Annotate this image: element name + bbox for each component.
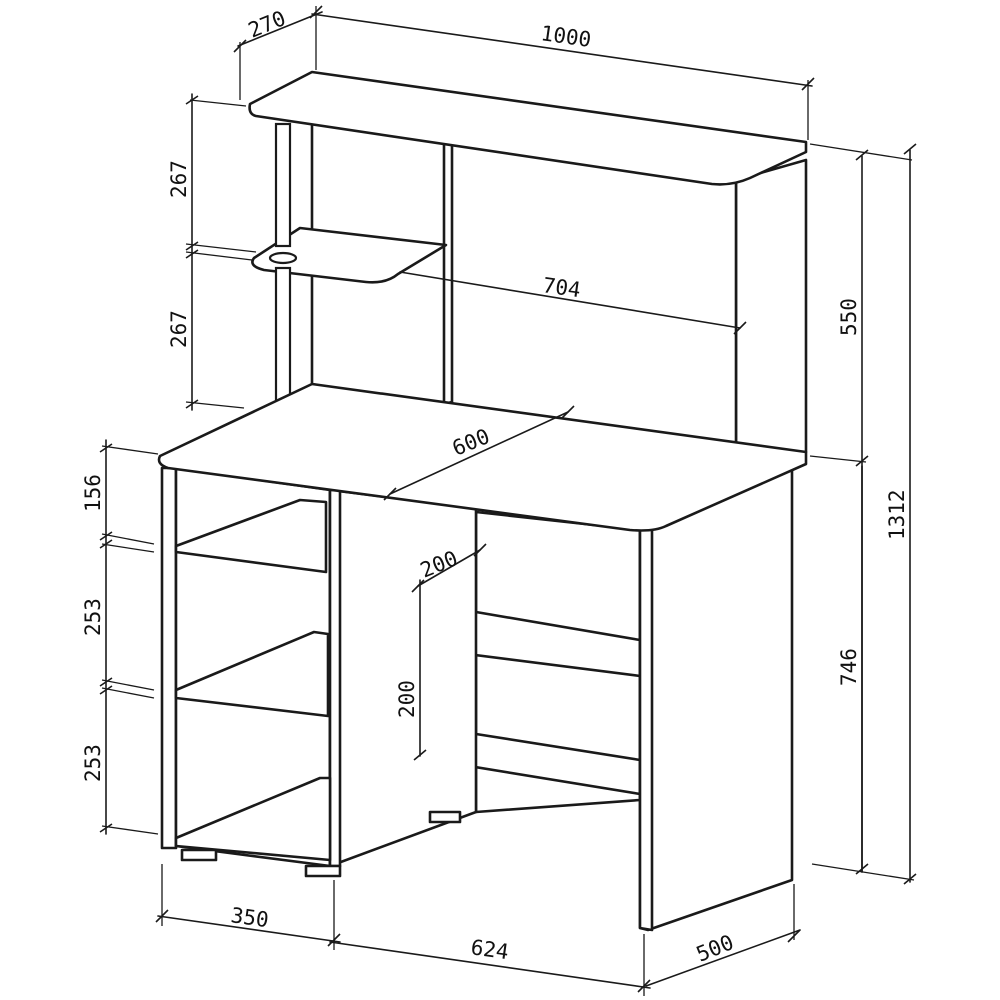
dim-side-depth: 500 [693, 930, 737, 966]
desk [157, 382, 808, 932]
foot-back [428, 810, 462, 824]
dim-total-height: 1312 [885, 489, 909, 540]
pedestal-inner-side [328, 488, 478, 868]
pedestal-bottom [174, 776, 332, 862]
dim-pedestal-width: 350 [229, 903, 270, 932]
dim-inner-shelf-height: 200 [395, 680, 419, 718]
pedestal-front-right [328, 488, 342, 868]
hutch-right-panel [734, 158, 808, 480]
dimension-lines [99, 5, 917, 996]
dim-knee-width: 624 [469, 935, 510, 964]
dim-desk-height: 746 [837, 648, 861, 686]
desk-top [157, 382, 808, 532]
dim-pedestal-shelf-1: 253 [81, 598, 105, 636]
dim-upper-shelf-gap: 267 [167, 160, 191, 198]
foot-left [180, 848, 218, 862]
pedestal-front-left [160, 466, 178, 850]
dim-pedestal-shelf-2: 253 [81, 744, 105, 782]
post-clamp-upper [268, 251, 298, 265]
hutch-top-board [248, 70, 808, 186]
post-lower [274, 266, 292, 410]
dim-top-depth: 270 [245, 6, 289, 42]
desk-right-side [638, 468, 794, 932]
desk-right-front [638, 526, 654, 932]
dim-drawer-top: 156 [81, 474, 105, 512]
post-upper [274, 122, 292, 248]
dim-lower-shelf-gap: 267 [167, 310, 191, 348]
pedestal-shelf-2 [174, 630, 330, 718]
dim-shelf-width: 704 [541, 273, 582, 302]
foot-middle [304, 864, 342, 878]
hutch-small-shelf [251, 226, 448, 284]
pedestal-shelf-1 [174, 498, 328, 574]
dim-hutch-height: 550 [837, 298, 861, 336]
hutch-divider [442, 140, 454, 406]
